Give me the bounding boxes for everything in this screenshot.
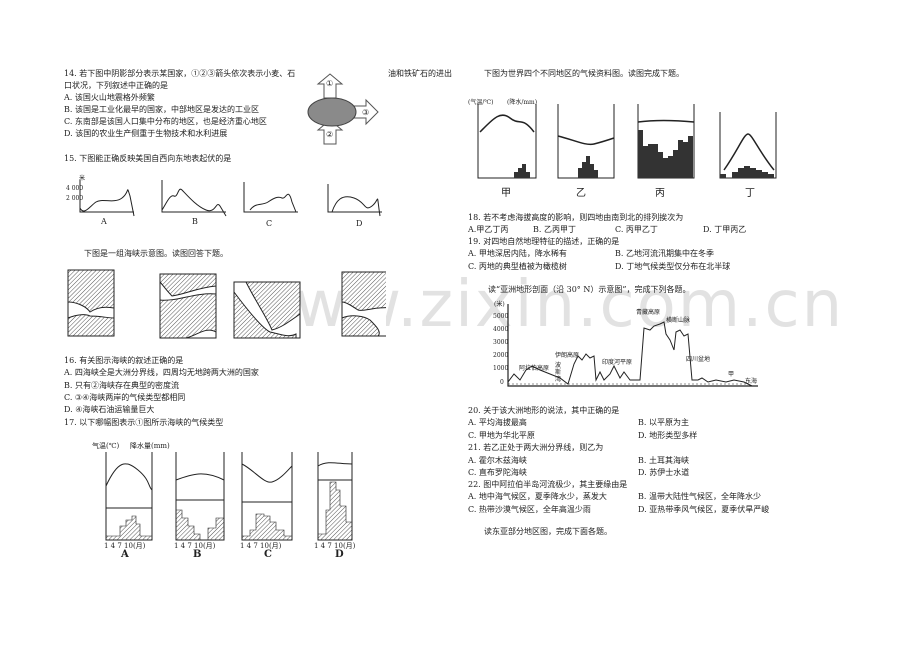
- profile-tick-5000: 5000: [493, 313, 509, 320]
- profile-tick-4000: 4000: [493, 326, 509, 333]
- q17-months-b: 1 4 7 10(月): [174, 542, 216, 550]
- q15-label-c: C: [266, 219, 273, 228]
- q15-label-d: D: [356, 219, 363, 228]
- q17-stem: 17. 以下哪幅图表示①图所示海峡的气候类型: [64, 418, 224, 427]
- q17-months-c: 1 4 7 10(月): [240, 542, 282, 550]
- place-persian-gulf: 波斯湾: [555, 362, 562, 383]
- q17-label-c: C: [264, 549, 272, 560]
- q21-option-c: C. 直布罗陀海峡: [468, 468, 527, 477]
- climate-intro: 下图为世界四个不同地区的气候资料图。读图完成下题。: [484, 69, 684, 78]
- profile-tick-3000: 3000: [493, 339, 509, 346]
- q22-option-a: A. 地中海气候区，夏季降水少，蒸发大: [468, 492, 607, 501]
- q17-label-b: B: [193, 549, 202, 560]
- q14-stem-2: 口状况，下列叙述中正确的是: [64, 81, 168, 90]
- q14-option-b: B. 该国是工业化最早的国家，中部地区是发达的工业区: [64, 105, 259, 114]
- q20-option-c: C. 甲地为华北平原: [468, 431, 535, 440]
- place-hengduan-mountains: 横断山脉: [666, 317, 691, 324]
- q18-option-c: C. 丙甲乙丁: [615, 225, 658, 234]
- q18-option-a: A.甲乙丁丙: [468, 225, 509, 234]
- climate-label-yi: 乙: [576, 188, 586, 199]
- place-indus-plain: 印度河平原: [602, 359, 633, 366]
- q17-temp-axis: 气温(℃): [92, 442, 120, 450]
- country-arrow-diagram: [307, 73, 379, 145]
- q20-option-a: A. 平均海拔最高: [468, 418, 527, 427]
- q16-stem: 16. 有关图示海峡的叙述正确的是: [64, 356, 184, 365]
- climate-label-jia: 甲: [501, 188, 511, 199]
- q17-label-a: A: [121, 549, 129, 560]
- q19-option-b: B. 乙地河流汛期集中在冬季: [615, 249, 714, 258]
- q21-option-b: B. 土耳其海峡: [638, 456, 689, 465]
- place-arabian-plateau: 阿拉伯高原: [519, 365, 550, 372]
- q16-option-c: C. ③④海峡两岸的气候类型都相同: [64, 393, 186, 402]
- place-iranian-plateau: 伊朗高原: [555, 352, 580, 359]
- q15-stem: 15. 下图能正确反映美国自西向东地表起伏的是: [64, 154, 232, 163]
- place-east-china-sea: 东海: [745, 378, 758, 385]
- east-asia-intro: 读东亚部分地区图，完成下面各题。: [484, 527, 612, 536]
- q14-option-d: D. 该国的农业生产侧重于生物技术和水利进展: [64, 129, 228, 138]
- q20-option-b: B. 以平原为主: [638, 418, 689, 427]
- q19-option-d: D. 丁地气候类型仅分布在北半球: [615, 262, 731, 271]
- arrow-label-3: ③: [362, 108, 370, 117]
- q14-stem: 14. 若下图中阴影部分表示某国家，①②③箭头依次表示小麦、石: [64, 69, 296, 78]
- q15-unit-a: 米: [79, 175, 86, 182]
- q15-label-a: A: [101, 217, 107, 226]
- q22-option-c: C. 热带沙漠气候区，全年高温少雨: [468, 505, 591, 514]
- q22-option-d: D. 亚热带季风气候区，夏季伏旱严峻: [638, 505, 770, 514]
- us-profile-options: [79, 180, 382, 217]
- q19-option-a: A. 甲地深居内陆，降水稀有: [468, 249, 567, 258]
- arrow-label-2: ②: [326, 130, 334, 139]
- profile-tick-2000: 2000: [493, 352, 509, 359]
- q18-option-b: B. 乙丙甲丁: [533, 225, 576, 234]
- arrow-label-1: ①: [326, 79, 334, 88]
- place-jia: 甲: [728, 371, 735, 378]
- q21-option-a: A. 霍尔木兹海峡: [468, 456, 527, 465]
- profile-intro: 读“亚洲地形剖面（沿 30° N）示意图”，完成下列各题。: [488, 285, 691, 294]
- q18-option-d: D. 丁甲丙乙: [703, 225, 747, 234]
- climate-label-ding: 丁: [745, 188, 755, 199]
- q17-precip-axis: 降水量(mm): [130, 442, 170, 450]
- q17-months-a: 1 4 7 10(月): [104, 542, 146, 550]
- q15-label-b: B: [192, 217, 198, 226]
- place-sichuan-basin: 四川盆地: [686, 356, 711, 363]
- asia-profile-diagram: [507, 304, 758, 387]
- q16-option-a: A. 四海峡全是大洲分界线，四周均无地跨两大洲的国家: [64, 368, 259, 377]
- q17-months-d: 1 4 7 10(月): [314, 542, 356, 550]
- profile-tick-1000: 1000: [493, 365, 509, 372]
- strait-maps: [67, 269, 386, 339]
- q20-stem: 20. 关于该大洲地形的说法，其中正确的是: [468, 406, 620, 415]
- q14-option-c: C. 东南部是该国人口集中分布的地区，也是经济重心地区: [64, 117, 267, 126]
- q19-stem: 19. 对四地自然地理特征的描述，正确的是: [468, 237, 620, 246]
- q14-stem-tail: 油和铁矿石的进出: [388, 69, 452, 78]
- q22-option-b: B. 温带大陆性气候区，全年降水少: [638, 492, 761, 501]
- climate-temp-axis: (气温/℃): [468, 99, 494, 106]
- q21-option-d: D. 苏伊士水道: [638, 468, 690, 477]
- watermark: www.zixin.com.cn: [240, 268, 845, 342]
- q22-stem: 22. 图中阿拉伯半岛河流极少，其主要缘由是: [468, 480, 628, 489]
- q21-stem: 21. 若乙正处于两大洲分界线，则乙为: [468, 443, 604, 452]
- q17-label-d: D: [335, 549, 344, 560]
- climate-label-bing: 丙: [655, 188, 665, 199]
- q16-option-d: D. ④海峡石油运输量巨大: [64, 405, 155, 414]
- place-tibetan-plateau: 青藏高原: [636, 309, 661, 316]
- q15-tick-4000: 4 000: [66, 185, 84, 192]
- profile-tick-0: 0: [500, 379, 504, 386]
- q15-tick-2000: 2 000: [66, 195, 84, 202]
- q20-option-d: D. 地形类型多样: [638, 431, 698, 440]
- world-climate-charts: [477, 104, 777, 179]
- profile-unit: (米): [494, 301, 505, 308]
- q17-climate-charts: [105, 452, 353, 541]
- climate-precip-axis: (降水/mm): [507, 99, 538, 106]
- q16-option-b: B. 只有②海峡存在典型的密度流: [64, 381, 179, 390]
- q18-stem: 18. 若不考虑海拔高度的影响，则四地由南到北的排列挨次为: [468, 213, 684, 222]
- q14-option-a: A. 该国火山地震格外频繁: [64, 93, 155, 102]
- strait-intro: 下图是一组海峡示意图。读图回答下题。: [84, 249, 228, 258]
- q19-option-c: C. 丙地的典型植被为橄榄树: [468, 262, 567, 271]
